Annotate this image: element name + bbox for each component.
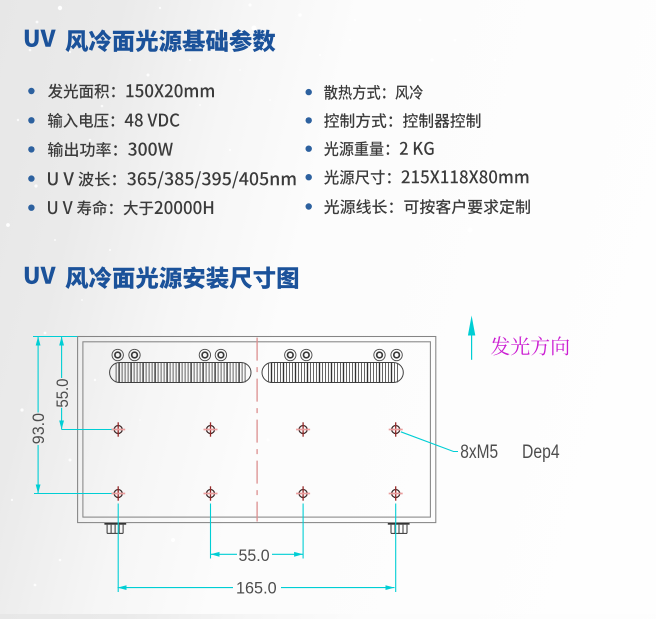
svg-text:55.0: 55.0 bbox=[239, 546, 270, 565]
svg-text:165.0: 165.0 bbox=[236, 579, 277, 598]
svg-text:Dep4: Dep4 bbox=[522, 442, 560, 463]
svg-text:8xM5: 8xM5 bbox=[460, 442, 498, 463]
svg-text:93.0: 93.0 bbox=[29, 413, 48, 444]
svg-text:55.0: 55.0 bbox=[53, 379, 72, 408]
